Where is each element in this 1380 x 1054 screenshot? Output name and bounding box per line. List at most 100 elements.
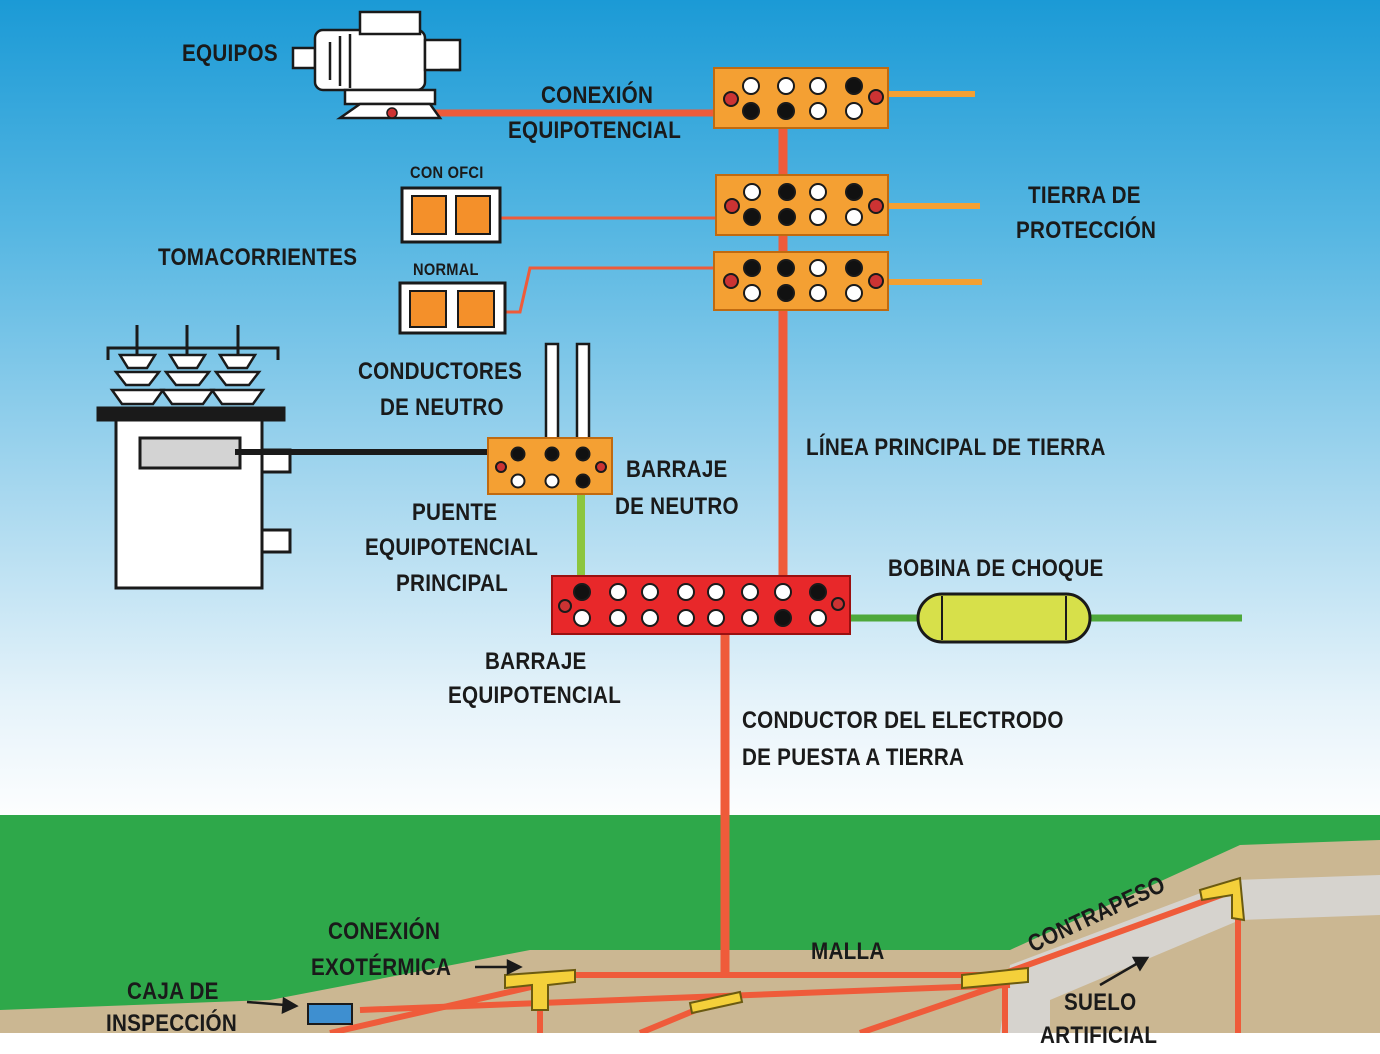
terminal-hole <box>510 446 526 462</box>
terminal-hole <box>809 77 827 95</box>
terminal-hole <box>609 583 627 601</box>
choke-coil <box>916 592 1092 644</box>
terminal-hole <box>741 609 759 627</box>
terminal-hole <box>777 77 795 95</box>
inspection-box <box>307 1003 353 1025</box>
outlet-wire-2 <box>505 266 720 314</box>
terminal-hole <box>809 183 827 201</box>
bus-stub-wires <box>888 91 982 285</box>
label-normal: NORMAL <box>413 260 479 279</box>
terminal-hole <box>868 198 884 214</box>
terminal-hole <box>573 583 591 601</box>
terminal-hole <box>575 473 591 489</box>
terminal-hole <box>544 473 560 489</box>
main-equipotential-busbar <box>551 575 851 635</box>
protection-busbar-2 <box>715 174 889 236</box>
terminal-hole <box>743 284 761 302</box>
label-puente-2: EQUIPOTENCIAL <box>365 534 539 561</box>
label-malla: MALLA <box>811 938 885 965</box>
busbar-terminals <box>495 77 884 627</box>
label-conductores-neutro-2: DE NEUTRO <box>380 394 504 421</box>
terminal-hole <box>743 259 761 277</box>
label-suelo-1: SUELO <box>1064 989 1137 1016</box>
label-linea-principal: LÍNEA PRINCIPAL DE TIERRA <box>806 434 1106 461</box>
label-conductores-neutro-1: CONDUCTORES <box>358 358 523 385</box>
terminal-hole <box>809 609 827 627</box>
terminal-hole <box>677 609 695 627</box>
label-bobina: BOBINA DE CHOQUE <box>888 555 1104 582</box>
label-conductor-electrodo-1: CONDUCTOR DEL ELECTRODO <box>742 707 1064 734</box>
terminal-hole <box>831 597 845 611</box>
terminal-hole <box>723 273 739 289</box>
terminal-hole <box>595 461 607 473</box>
mesh-grid <box>329 887 1241 1033</box>
terminal-hole <box>778 208 796 226</box>
terminal-hole <box>743 208 761 226</box>
label-conexion-equipotencial-1: CONEXIÓN <box>541 82 654 109</box>
label-barraje-neutro-2: DE NEUTRO <box>615 493 739 520</box>
label-conexion-exotermica-1: CONEXIÓN <box>328 918 441 945</box>
label-suelo-2: ARTIFICIAL <box>1040 1022 1158 1049</box>
equipment-icon <box>291 10 462 120</box>
label-conductor-electrodo-2: DE PUESTA A TIERRA <box>742 744 965 771</box>
terminal-hole <box>777 102 795 120</box>
terminal-hole <box>741 583 759 601</box>
terminal-hole <box>777 284 795 302</box>
terminal-hole <box>510 473 526 489</box>
soil-band-2 <box>1050 915 1380 1033</box>
label-puente-1: PUENTE <box>412 499 498 526</box>
terminal-hole <box>774 583 792 601</box>
neutral-conductors <box>544 342 591 456</box>
terminal-hole <box>845 77 863 95</box>
terminal-hole <box>558 599 572 613</box>
label-barraje-equi-1: BARRAJE <box>485 648 587 675</box>
terminal-hole <box>724 198 740 214</box>
label-tierra-proteccion-2: PROTECCIÓN <box>1016 217 1157 244</box>
exothermic-joints <box>504 876 1246 1015</box>
terminal-hole <box>641 609 659 627</box>
label-barraje-equi-2: EQUIPOTENCIAL <box>448 682 622 709</box>
protection-busbar-1 <box>713 67 889 129</box>
label-puente-3: PRINCIPAL <box>396 570 509 597</box>
terminal-hole <box>707 609 725 627</box>
terminal-hole <box>868 89 884 105</box>
label-tomacorrientes: TOMACORRIENTES <box>158 244 358 271</box>
outlet-normal <box>398 281 507 335</box>
arrows <box>246 956 1150 1015</box>
terminal-hole <box>845 208 863 226</box>
terminal-hole <box>809 259 827 277</box>
terminal-hole <box>609 609 627 627</box>
transformer <box>96 325 292 590</box>
terminal-hole <box>677 583 695 601</box>
terminal-hole <box>809 284 827 302</box>
terminal-hole <box>778 183 796 201</box>
label-caja-2: INSPECCIÓN <box>106 1010 238 1037</box>
label-equipos: EQUIPOS <box>182 40 278 67</box>
terminal-hole <box>495 461 507 473</box>
outlet-gfci <box>400 186 502 244</box>
terminal-hole <box>777 259 795 277</box>
label-conexion-equipotencial-2: EQUIPOTENCIAL <box>508 117 682 144</box>
terminal-hole <box>742 102 760 120</box>
terminal-hole <box>743 183 761 201</box>
terminal-hole <box>809 583 827 601</box>
terminal-hole <box>809 208 827 226</box>
terminal-hole <box>774 609 792 627</box>
label-conexion-exotermica-2: EXOTÉRMICA <box>311 954 452 981</box>
terminal-hole <box>845 259 863 277</box>
terminal-hole <box>845 284 863 302</box>
label-caja-1: CAJA DE <box>127 978 219 1005</box>
terminal-hole <box>742 77 760 95</box>
terminal-hole <box>845 102 863 120</box>
label-con-ofci: CON OFCI <box>410 163 484 182</box>
terminal-hole <box>544 446 560 462</box>
terminal-hole <box>641 583 659 601</box>
terminal-hole <box>723 91 739 107</box>
terminal-hole <box>868 273 884 289</box>
terminal-hole <box>575 446 591 462</box>
terminal-hole <box>707 583 725 601</box>
terminal-hole <box>809 102 827 120</box>
terminal-hole <box>573 609 591 627</box>
